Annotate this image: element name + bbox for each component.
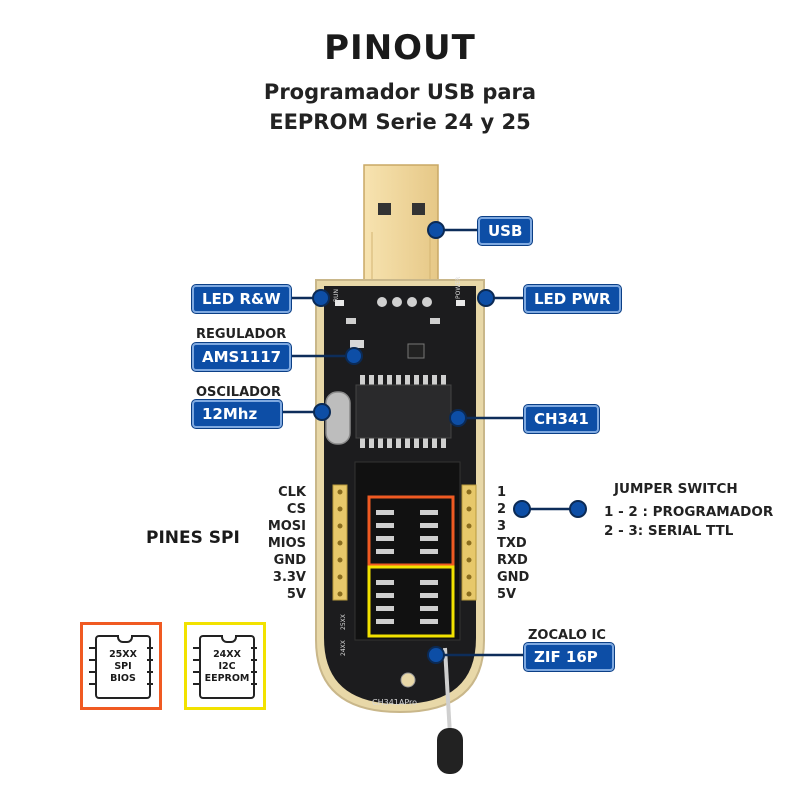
subtitle-line-1: Programador USB para [263, 80, 537, 104]
zocalo-tag: ZIF 16P [524, 643, 614, 671]
chip-icon: 24XX I2C EEPROM [199, 635, 255, 699]
serial-pin: 5V [497, 587, 517, 602]
silk-24xx-label: 24XX [340, 640, 347, 656]
serial-pin-list: 1 2 3 TXD RXD GND 5V [497, 484, 547, 603]
spi-pin: MIOS [267, 536, 306, 551]
serial-pin: 1 [497, 485, 507, 500]
led-rw-tag: LED R&W [192, 285, 291, 313]
legend-24xx-chip: 24XX I2C EEPROM [184, 622, 266, 710]
zocalo-caption: ZOCALO IC [528, 628, 606, 643]
regulador-caption: REGULADOR [196, 327, 287, 342]
chip24-line2: I2C [218, 661, 236, 672]
page-title: PINOUT [324, 28, 476, 68]
chip25-line3: BIOS [110, 673, 136, 684]
serial-pin: RXD [497, 553, 528, 568]
chip25-line2: SPI [114, 661, 132, 672]
chip24-line1: 24XX [213, 649, 241, 660]
subtitle-line-2: EEPROM Serie 24 y 25 [269, 110, 531, 134]
regulador-tag: AMS1117 [192, 343, 292, 371]
usb-connector [363, 164, 439, 296]
spi-pin: MOSI [267, 519, 306, 534]
silk-bottom-label: CH341APro [372, 698, 417, 707]
oscilador-caption: OSCILADOR [196, 385, 281, 400]
jumper-title: JUMPER SWITCH [614, 481, 738, 497]
silk-25xx-label: 25XX [340, 614, 347, 630]
usb-tag: USB [478, 217, 533, 245]
silk-run-label: RUN [333, 289, 340, 302]
oscilador-tag: 12Mhz [192, 400, 282, 428]
spi-pin: 5V [286, 587, 306, 602]
spi-pin: GND [273, 553, 306, 568]
spi-pin: 3.3V [272, 570, 306, 585]
legend-25xx-chip: 25XX SPI BIOS [80, 622, 162, 710]
ch341-tag: CH341 [524, 405, 599, 433]
spi-pins-label: PINES SPI [146, 528, 240, 548]
led-pwr-tag: LED PWR [524, 285, 621, 313]
silk-power-label: POWER [455, 277, 462, 299]
jumper-line-1: 1 - 2 : PROGRAMADOR [604, 504, 774, 520]
serial-pin: 2 [497, 502, 507, 517]
spi-pin-list: CLK CS MOSI MIOS GND 3.3V 5V [250, 484, 306, 603]
pcb-board [315, 279, 485, 774]
spi-pin: CLK [278, 485, 306, 500]
serial-pin: GND [497, 570, 530, 585]
chip-icon: 25XX SPI BIOS [95, 635, 151, 699]
serial-pin: TXD [497, 536, 527, 551]
spi-pin: CS [286, 502, 306, 517]
chip24-line3: EEPROM [204, 673, 250, 684]
jumper-line-2: 2 - 3: SERIAL TTL [604, 523, 734, 539]
serial-pin: 3 [497, 519, 507, 534]
chip25-line1: 25XX [109, 649, 137, 660]
